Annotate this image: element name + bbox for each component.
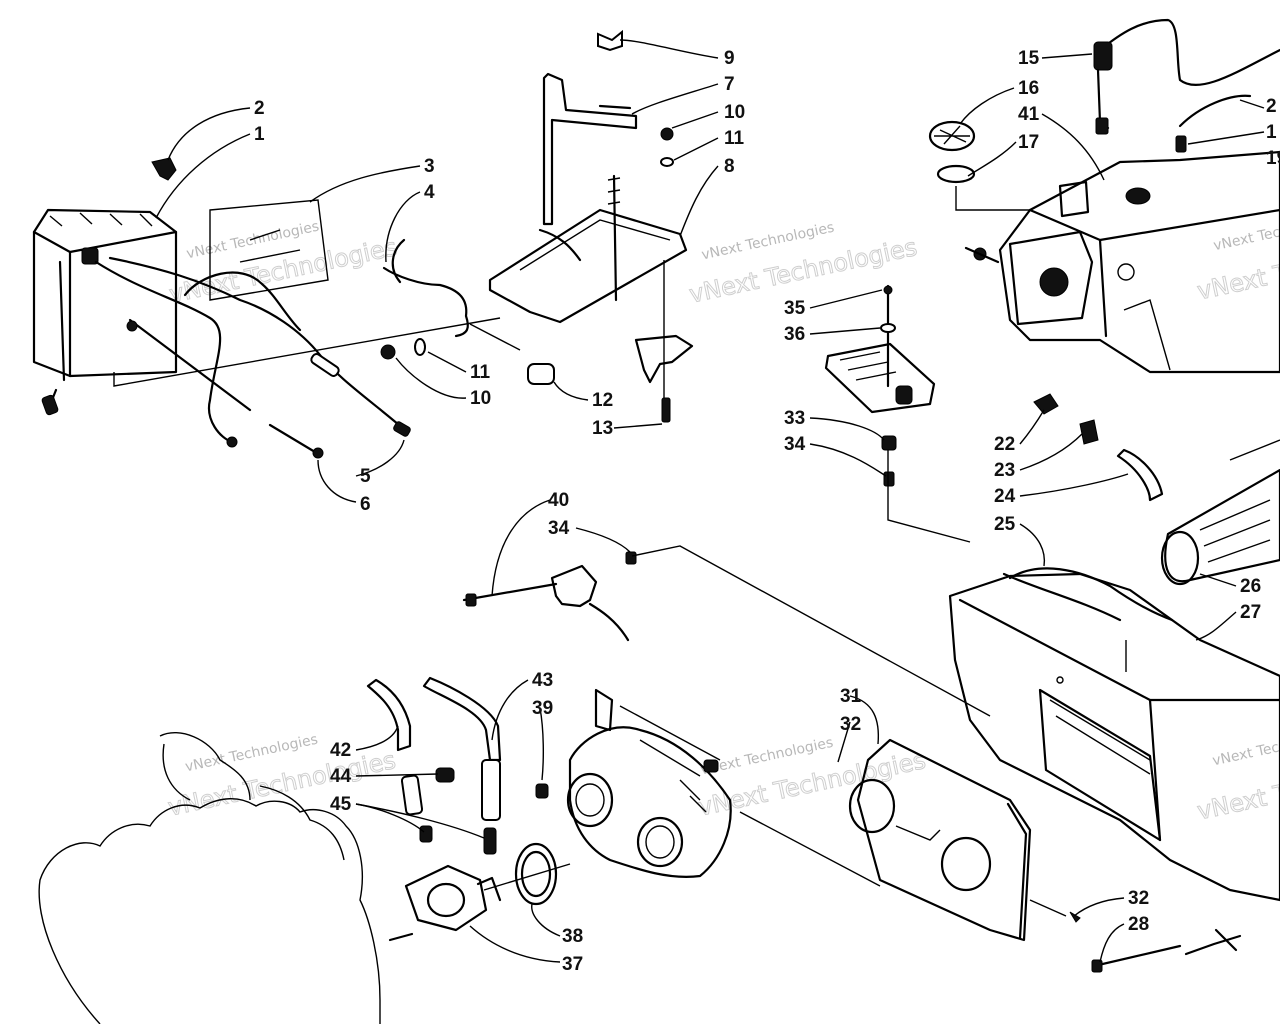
callout-42: 42 (330, 740, 351, 761)
callout-16: 16 (1018, 78, 1039, 99)
callout-11: 11 (724, 128, 745, 149)
starter-solenoid (824, 284, 936, 487)
battery-cover-sheet (209, 199, 329, 301)
watermark-battery: vNext Technologies vNext Technologies (166, 219, 400, 310)
watermark-bracket: vNext Technologies vNext Technologies (686, 220, 920, 310)
callout-32: 32 (840, 714, 861, 735)
callout-31: 31 (840, 686, 862, 707)
oil-cap (928, 120, 976, 184)
fittings-22-24 (1033, 393, 1164, 502)
mount-clip (634, 334, 694, 423)
callout-43: 43 (532, 670, 553, 691)
callout-32: 32 (1128, 888, 1149, 909)
callout-24: 24 (994, 486, 1016, 507)
nuts-washers-left (380, 338, 555, 385)
callout-2b: 2 (1266, 96, 1277, 117)
callout-10: 10 (470, 388, 491, 409)
callout-23: 23 (994, 460, 1015, 481)
hold-down-rod (382, 238, 469, 338)
callout-37: 37 (562, 954, 583, 975)
callout-33: 33 (784, 408, 805, 429)
callout-19: 19 (1266, 148, 1280, 169)
leader-lines (155, 39, 1265, 963)
oil-hose (1175, 94, 1252, 153)
carburetor (566, 688, 732, 878)
callout-27: 27 (1240, 602, 1261, 623)
watermark-airbox: vNext Technologies vNext Technologies (1194, 726, 1280, 826)
wing-nut (597, 29, 623, 52)
callout-35: 35 (784, 298, 806, 319)
battery-terminal-cap (151, 157, 177, 181)
battery-bracket (488, 72, 688, 324)
callout-1b: 1 (1266, 122, 1277, 143)
clamp (514, 842, 558, 906)
callout-36: 36 (784, 324, 805, 345)
choke-lever-assembly (462, 551, 637, 642)
oil-level-sensor (1093, 18, 1280, 135)
watermark-carburetor: vNext Technologies vNext Technologies (695, 735, 929, 822)
callout-39: 39 (532, 698, 553, 719)
callout-1: 1 (254, 124, 265, 145)
callout-2: 2 (254, 98, 265, 119)
callout-34: 34 (784, 434, 806, 455)
callout-28: 28 (1128, 914, 1149, 935)
callout-25: 25 (994, 514, 1016, 535)
callout-17: 17 (1018, 132, 1039, 153)
svg-text:vNext Technologies: vNext Technologies (1211, 726, 1280, 770)
alignment-lines (113, 186, 1127, 917)
callout-41: 41 (1018, 104, 1040, 125)
lower-right-bolt (1069, 911, 1242, 973)
callout-34: 34 (548, 518, 570, 539)
airbox-adapter-plate (848, 738, 1032, 942)
callout-3: 3 (424, 156, 435, 177)
callout-11: 11 (470, 362, 491, 383)
battery-cables (94, 256, 411, 459)
callout-26: 26 (1240, 576, 1261, 597)
callout-numbers: 2 1 3 4 9 7 10 11 8 11 10 12 13 5 6 15 1… (254, 48, 1280, 975)
callout-13: 13 (592, 418, 613, 439)
svg-text:vNext Technologies: vNext Technologies (1212, 210, 1280, 254)
vent-hoses (366, 676, 549, 855)
callout-40: 40 (548, 490, 569, 511)
callout-12: 12 (592, 390, 613, 411)
intake-filter-tube (1160, 439, 1280, 586)
callout-7: 7 (724, 74, 735, 95)
callout-6: 6 (360, 494, 371, 515)
oil-tank (964, 150, 1280, 374)
battery (32, 208, 178, 416)
engine-outline (38, 731, 381, 1024)
callout-44: 44 (330, 766, 352, 787)
callout-45: 45 (330, 794, 352, 815)
callout-38: 38 (562, 926, 583, 947)
callout-10: 10 (724, 102, 745, 123)
intake-flange (388, 864, 502, 942)
small-nuts-right (660, 127, 674, 167)
callout-8: 8 (724, 156, 735, 177)
callout-4: 4 (424, 182, 435, 203)
callout-5: 5 (360, 466, 371, 487)
callout-9: 9 (724, 48, 735, 69)
callout-22: 22 (994, 434, 1015, 455)
callout-15: 15 (1018, 48, 1040, 69)
air-silencer-box (948, 567, 1280, 902)
